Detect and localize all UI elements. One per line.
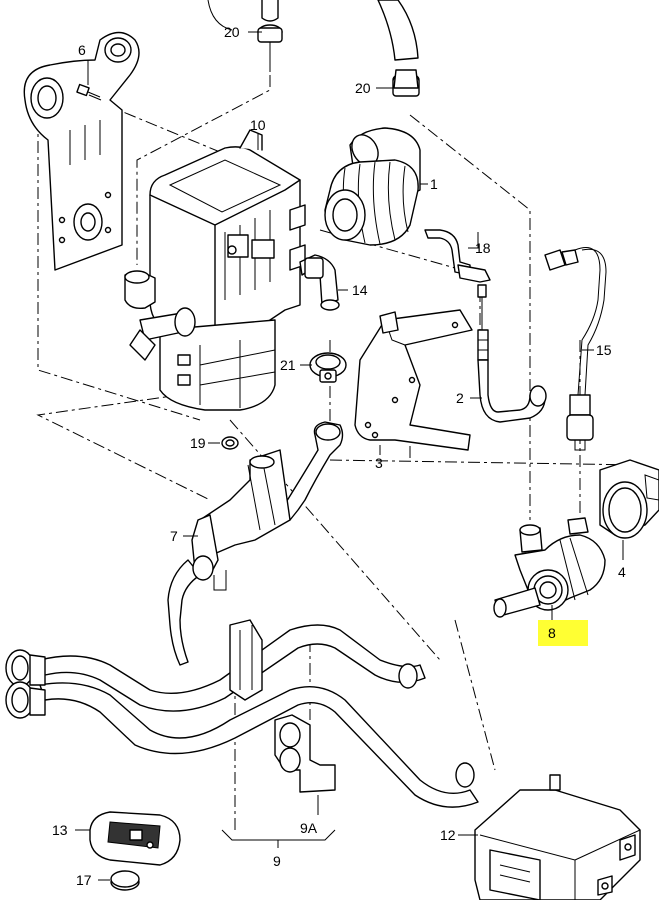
label-17: 17 [76,872,92,888]
label-6: 6 [78,42,86,58]
label-14: 14 [352,282,368,298]
label-10: 10 [250,117,266,133]
label-20-left: 20 [224,24,240,40]
muffler-7 [167,421,344,666]
bracket-3 [354,309,473,451]
pipes-9 [5,619,479,808]
label-1: 1 [430,176,438,192]
label-13: 13 [52,822,68,838]
highlight-part-8 [538,620,588,646]
label-3: 3 [375,455,383,471]
label-15: 15 [596,342,612,358]
label-2: 2 [456,390,464,406]
sensor-15 [544,247,607,451]
pipe-2 [477,359,547,423]
hose-20-right [377,0,420,97]
battery-17 [110,870,140,891]
leader-lines [75,0,624,881]
part-labels: 20 20 6 10 1 18 15 14 21 2 3 19 7 4 8 9A… [52,24,626,888]
label-9a: 9A [300,820,318,836]
clamp-4 [599,459,659,539]
control-unit-12 [474,774,641,900]
clamp-21 [309,352,347,383]
heater-10 [124,129,306,411]
elbow-14 [299,254,340,311]
label-7: 7 [170,528,178,544]
hose-1 [324,127,421,246]
clip-9a [274,714,336,793]
label-21: 21 [280,357,296,373]
nut-19 [221,436,239,450]
label-8: 8 [548,625,556,641]
label-18: 18 [475,240,491,256]
remote-13 [89,811,181,866]
label-12: 12 [440,827,456,843]
label-9: 9 [273,853,281,869]
bracket-6 [23,31,140,271]
pump-8 [493,517,606,618]
label-19: 19 [190,435,206,451]
label-4: 4 [618,564,626,580]
label-20-right: 20 [355,80,371,96]
clamp-20-left [257,0,283,72]
